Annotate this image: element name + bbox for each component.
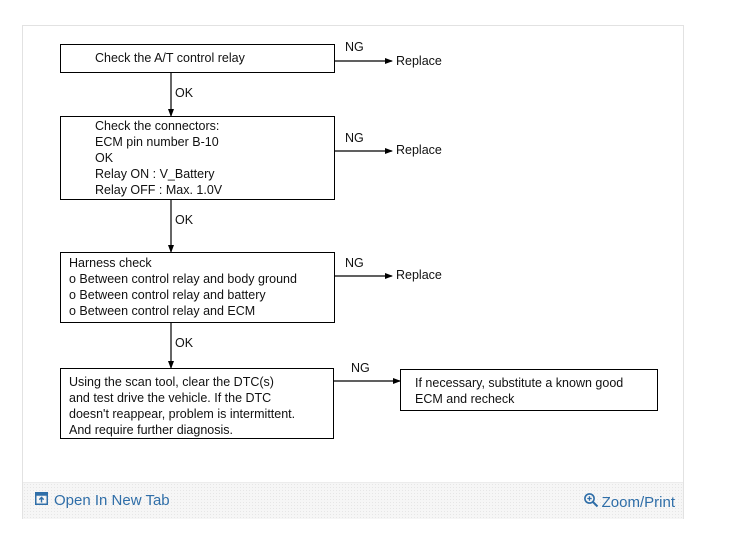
box-line: o Between control relay and ECM bbox=[69, 304, 256, 318]
open-in-new-tab-link[interactable]: Open In New Tab bbox=[35, 492, 170, 509]
flowchart-connectors bbox=[168, 58, 401, 384]
ng-label: NG bbox=[345, 131, 364, 145]
ok-label: OK bbox=[175, 336, 194, 350]
open-new-tab-icon bbox=[35, 492, 48, 509]
box-check-relay: Check the A/T control relay bbox=[60, 44, 335, 73]
ok-label: OK bbox=[175, 213, 194, 227]
box-line: Harness check bbox=[69, 256, 152, 270]
box-line: OK bbox=[95, 151, 114, 165]
box-line: and test drive the vehicle. If the DTC bbox=[69, 391, 272, 405]
flowchart: Check the A/T control relay Check the co… bbox=[60, 40, 658, 439]
ng-label: NG bbox=[351, 361, 370, 375]
box-line: Check the connectors: bbox=[95, 119, 220, 133]
replace-label: Replace bbox=[396, 143, 442, 157]
replace-label: Replace bbox=[396, 54, 442, 68]
open-in-new-tab-label: Open In New Tab bbox=[54, 492, 170, 509]
box-line: ECM pin number B-10 bbox=[95, 135, 219, 149]
image-toolbar: Open In New Tab Zoom/Print bbox=[23, 482, 683, 519]
ng-label: NG bbox=[345, 40, 364, 54]
box-line: And require further diagnosis. bbox=[69, 423, 233, 437]
box-line: Using the scan tool, clear the DTC(s) bbox=[69, 375, 274, 389]
replace-label: Replace bbox=[396, 268, 442, 282]
ok-label: OK bbox=[175, 86, 194, 100]
box-check-connectors: Check the connectors: ECM pin number B-1… bbox=[60, 116, 335, 200]
box-line: doesn't reappear, problem is intermitten… bbox=[69, 407, 296, 421]
box-line: o Between control relay and battery bbox=[69, 288, 266, 302]
box-harness-check: Harness check o Between control relay an… bbox=[60, 252, 335, 323]
box-scan-tool: Using the scan tool, clear the DTC(s) an… bbox=[60, 368, 334, 439]
box-line: Relay ON : V_Battery bbox=[95, 167, 215, 181]
box-line: ECM and recheck bbox=[415, 392, 515, 406]
box-line: o Between control relay and body ground bbox=[69, 272, 297, 286]
zoom-print-label: Zoom/Print bbox=[601, 493, 675, 511]
box-line: Check the A/T control relay bbox=[95, 51, 245, 65]
box-line: Relay OFF : Max. 1.0V bbox=[95, 183, 223, 197]
zoom-print-link[interactable]: Zoom/Print bbox=[583, 492, 675, 512]
ng-label: NG bbox=[345, 256, 364, 270]
box-substitute-ecm: If necessary, substitute a known good EC… bbox=[400, 369, 658, 411]
magnifier-icon bbox=[583, 492, 599, 512]
box-line: If necessary, substitute a known good bbox=[415, 376, 624, 390]
